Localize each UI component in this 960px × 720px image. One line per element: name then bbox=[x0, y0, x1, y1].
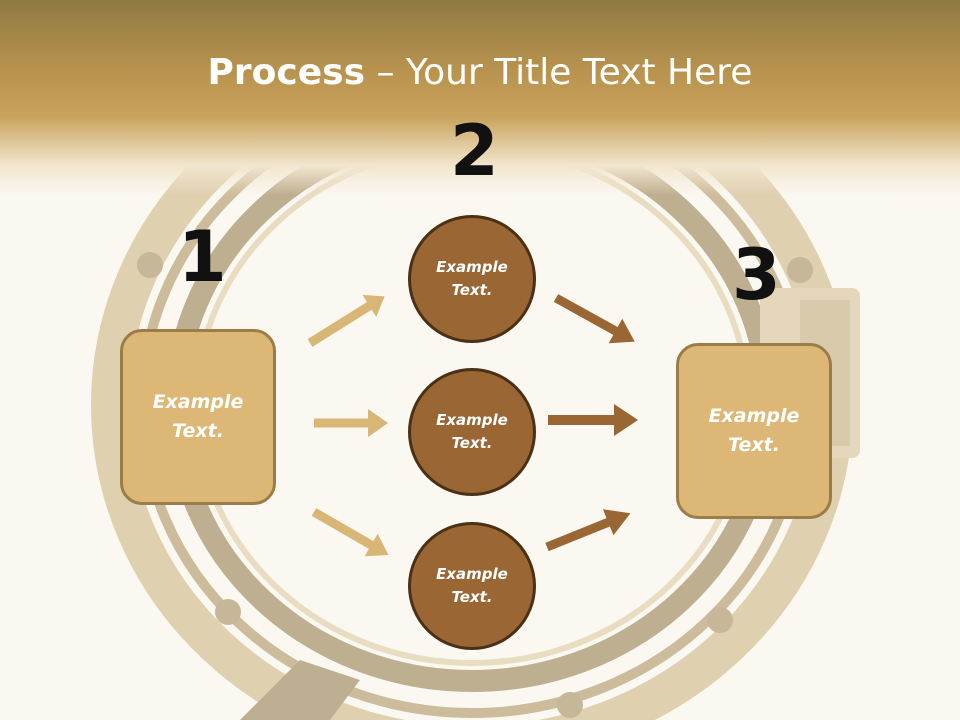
right-text-box: Example Text. bbox=[676, 343, 832, 519]
circle-top: Example Text. bbox=[408, 215, 536, 343]
page-title: Process – Your Title Text Here bbox=[0, 52, 960, 93]
circle-bottom: Example Text. bbox=[408, 522, 536, 650]
circle-bottom-text: Example Text. bbox=[436, 565, 508, 606]
left-text-box: Example Text. bbox=[120, 329, 276, 505]
circle-middle: Example Text. bbox=[408, 368, 536, 496]
circle-middle-text: Example Text. bbox=[436, 411, 508, 452]
step-number-3: 3 bbox=[732, 234, 781, 316]
arrow-left-to-middle bbox=[314, 409, 388, 437]
arrow-left-to-bottom bbox=[311, 508, 389, 557]
arrow-middle-to-right bbox=[548, 404, 638, 436]
arrow-bottom-to-right bbox=[545, 509, 631, 552]
title-banner bbox=[0, 0, 960, 195]
right-box-text: Example Text. bbox=[708, 405, 800, 456]
arrow-left-to-top bbox=[307, 294, 385, 347]
step-number-2: 2 bbox=[450, 110, 499, 192]
left-box-text: Example Text. bbox=[152, 391, 244, 442]
circle-top-text: Example Text. bbox=[436, 258, 508, 299]
title-rest: – Your Title Text Here bbox=[365, 52, 753, 93]
arrow-top-to-right bbox=[553, 294, 635, 344]
step-number-1: 1 bbox=[178, 216, 227, 298]
title-bold: Process bbox=[207, 52, 366, 93]
